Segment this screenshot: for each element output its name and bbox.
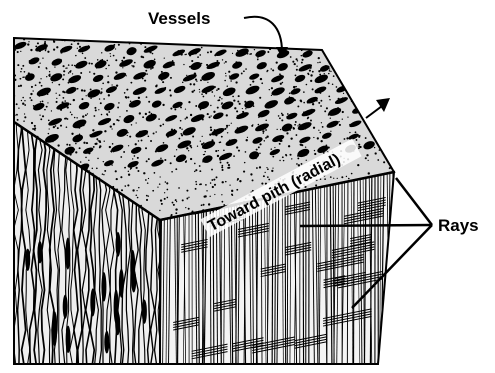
wood-block: [13, 37, 395, 370]
rays-label: Rays: [438, 216, 479, 235]
vessels-label: Vessels: [148, 9, 210, 28]
radial-arrow-shaft: [366, 106, 382, 118]
rays-leader-mid: [300, 225, 432, 226]
rays-leader-top: [396, 178, 432, 225]
